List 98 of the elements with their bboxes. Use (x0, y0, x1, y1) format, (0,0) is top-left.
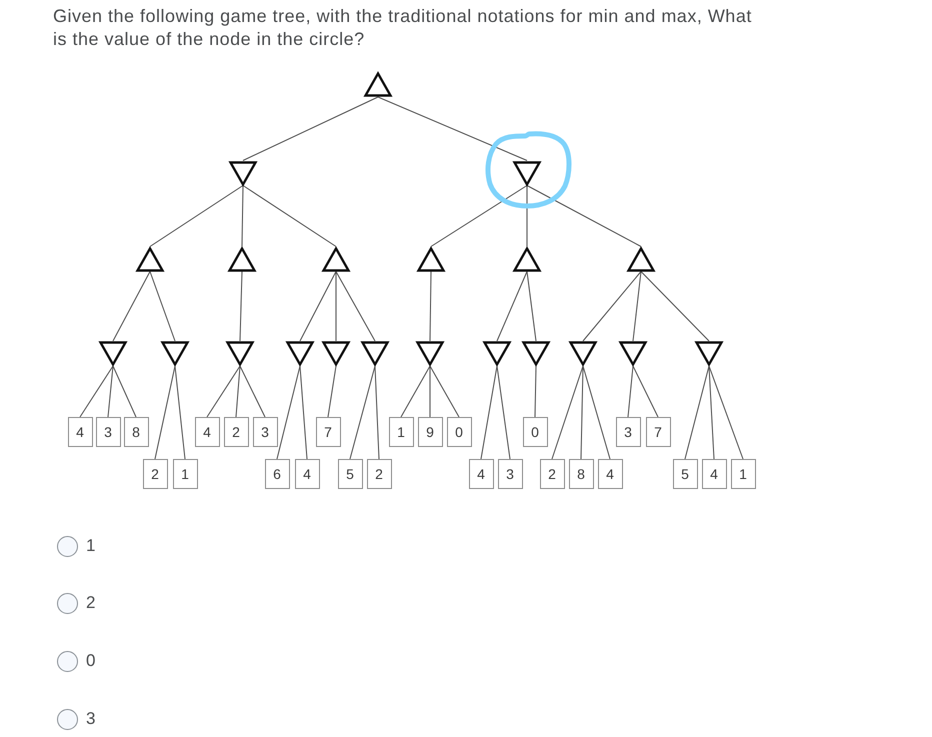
min-node-triangle (483, 341, 511, 366)
tree-edge-line (112, 271, 150, 342)
tree-edge-line (276, 366, 300, 460)
tree-edge-line (526, 185, 528, 247)
min-node-triangle (695, 341, 723, 366)
max-node-triangle (364, 72, 392, 97)
leaf-value-box: 3 (498, 459, 522, 489)
leaf-value-box: 3 (616, 417, 640, 447)
min-node-triangle (416, 341, 444, 366)
tree-edge-line (242, 96, 378, 161)
leaf-value-box: 2 (224, 417, 248, 447)
leaf-value-box: 2 (366, 459, 392, 489)
tree-edge-line (526, 185, 642, 247)
max-node-triangle (136, 246, 164, 272)
tree-edge-line (174, 366, 186, 460)
answer-option: 3 (86, 709, 96, 729)
tree-edge-line (526, 271, 536, 342)
tree-edge-line (112, 366, 136, 418)
tree-edge-line (496, 271, 528, 342)
leaf-value-box: 0 (522, 417, 548, 447)
tree-edge-line (684, 366, 710, 460)
tree-edge-line (108, 366, 114, 418)
leaf-value-box: 4 (598, 459, 622, 489)
tree-edge-line (708, 366, 714, 460)
tree-edge-line (430, 366, 460, 418)
tree-edge-line (150, 185, 244, 247)
answer-option: 0 (86, 651, 96, 671)
question-text: Given the following game tree, with the traditional notations for min and max, What is the value of the node in the circle? (53, 5, 753, 51)
leaf-value-box: 1 (388, 417, 414, 447)
answer-option: 1 (86, 536, 96, 556)
leaf-value-box: 3 (96, 417, 120, 447)
min-node-triangle (619, 341, 647, 366)
tree-edge-line (336, 271, 376, 342)
tree-edge-line (350, 366, 376, 460)
max-node-triangle (417, 246, 445, 272)
min-node-triangle (361, 341, 389, 366)
max-node-triangle (322, 246, 350, 272)
leaf-value-box: 3 (252, 417, 278, 447)
min-node-triangle (226, 341, 254, 366)
tree-edge-line (400, 366, 430, 418)
tree-edge-line (242, 185, 244, 247)
tree-edge-line (206, 366, 240, 418)
tree-edge-line (328, 366, 336, 418)
leaf-value-box: 8 (568, 459, 594, 489)
leaf-value-box: 9 (418, 417, 442, 447)
tree-edge-line (632, 271, 642, 342)
tree-edge-line (242, 185, 336, 247)
leaf-value-box: 4 (194, 417, 220, 447)
leaf-value-box: 4 (294, 459, 320, 489)
tree-edge-line (582, 366, 610, 460)
max-node-triangle (228, 246, 256, 272)
leaf-value-box: 1 (172, 459, 198, 489)
leaf-value-box: 4 (68, 417, 92, 447)
tree-edge-line (582, 271, 642, 342)
min-node-triangle (322, 341, 350, 366)
leaf-value-box: 2 (540, 459, 564, 489)
leaf-value-box: 8 (124, 417, 148, 447)
min-node-triangle (522, 341, 550, 366)
max-node-triangle (513, 246, 541, 272)
tree-edge-line (236, 366, 240, 418)
tree-edge-line (580, 366, 584, 460)
tree-edge-line (496, 366, 510, 460)
tree-edge-line (640, 271, 710, 342)
tree-edge-line (154, 366, 176, 460)
tree-edge-line (632, 366, 658, 418)
answer-option: 2 (86, 593, 96, 613)
tree-edge-line (430, 271, 432, 342)
tree-edge-line (300, 271, 336, 342)
leaf-value-box: 2 (142, 459, 168, 489)
tree-edge-line (300, 366, 308, 460)
leaf-value-box: 7 (316, 417, 340, 447)
min-node-triangle (286, 341, 314, 366)
min-node-triangle (229, 160, 257, 186)
tree-edge-line (374, 366, 380, 460)
tree-edge-line (240, 366, 266, 418)
tree-edge-line (552, 366, 584, 460)
leaf-value-box: 7 (646, 417, 670, 447)
tree-edge-line (240, 271, 242, 342)
min-node-triangle (569, 341, 597, 366)
leaf-value-box: 1 (730, 459, 756, 489)
tree-edge-line (534, 366, 536, 418)
leaf-value-box: 5 (338, 459, 362, 489)
tree-edge-line (80, 366, 114, 418)
leaf-value-box: 6 (264, 459, 290, 489)
tree-edge-line (628, 366, 634, 418)
min-node-triangle (513, 160, 541, 186)
leaf-value-box: 4 (468, 459, 494, 489)
tree-edge-line (378, 96, 528, 161)
tree-edge-line (430, 185, 528, 247)
leaf-value-box: 5 (672, 459, 698, 489)
leaf-value-box: 4 (702, 459, 726, 489)
leaf-value-box: 0 (446, 417, 472, 447)
tree-edge-line (708, 366, 744, 460)
min-node-triangle (99, 341, 127, 366)
max-node-triangle (627, 246, 655, 272)
tree-edge-line (480, 366, 498, 460)
min-node-triangle (161, 341, 189, 366)
tree-edge-line (150, 271, 176, 342)
